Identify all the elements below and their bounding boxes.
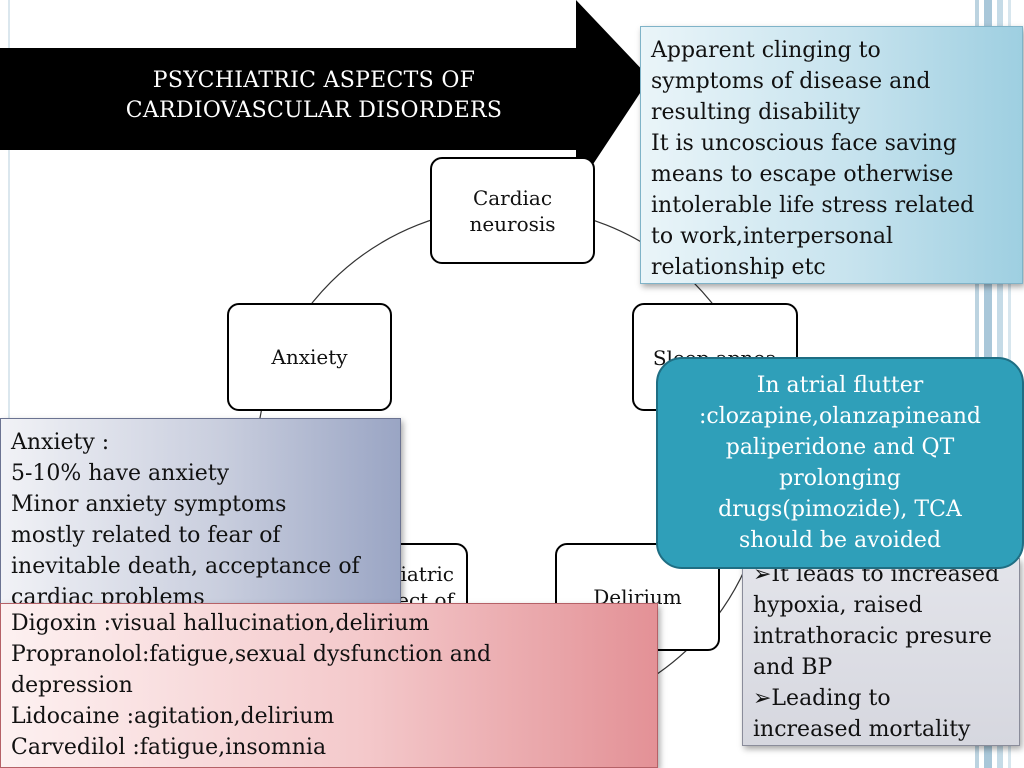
node-label: Cardiac xyxy=(472,185,553,210)
note-line: depression xyxy=(11,673,133,698)
note-line: drugs(pimozide), TCA xyxy=(718,497,962,522)
note-line: and BP xyxy=(753,655,833,680)
note-line: intolerable life stress related xyxy=(651,193,975,218)
title-line: PSYCHIATRIC ASPECTS OF xyxy=(152,68,476,93)
note-line: to work,interpersonal xyxy=(651,224,894,249)
note-line: symptoms of disease and xyxy=(651,69,931,94)
note-line: resulting disability xyxy=(651,100,861,125)
title-line: CARDIOVASCULAR DISORDERS xyxy=(125,98,503,123)
note-line: mostly related to fear of xyxy=(11,523,281,548)
note-line: Lidocaine :agitation,delirium xyxy=(11,704,335,729)
note-line: Digoxin :visual hallucination,delirium xyxy=(11,611,430,636)
sleep-apnea-note: ➢It leads to increased hypoxia, raised i… xyxy=(742,558,1020,746)
title-arrow xyxy=(0,0,650,190)
note-line: Carvedilol :fatigue,insomnia xyxy=(11,735,327,760)
note-line: Anxiety : xyxy=(11,430,110,455)
note-line: hypoxia, raised xyxy=(753,593,923,618)
note-line: :clozapine,olanzapineand xyxy=(699,404,981,429)
node-label: Anxiety xyxy=(271,345,348,369)
note-line: ➢Leading to xyxy=(753,686,891,711)
note-line: Minor anxiety symptoms xyxy=(11,492,287,517)
note-line: should be avoided xyxy=(738,528,942,553)
note-line: intrathoracic presure xyxy=(753,624,992,649)
note-line: It is uncoscious face saving xyxy=(651,131,957,156)
note-line: relationship etc xyxy=(651,255,826,280)
node-cardiac-neurosis: Cardiac neurosis xyxy=(430,157,595,264)
note-line: In atrial flutter xyxy=(756,373,924,398)
atrial-flutter-note: In atrial flutter :clozapine,olanzapinea… xyxy=(656,357,1024,569)
note-line: paliperidone and QT xyxy=(725,435,955,460)
note-line: prolonging xyxy=(779,466,901,491)
note-line: 5-10% have anxiety xyxy=(11,461,230,486)
anxiety-note: Anxiety : 5-10% have anxiety Minor anxie… xyxy=(0,418,401,614)
note-line: Propranolol:fatigue,sexual dysfunction a… xyxy=(11,642,492,667)
note-line: means to escape otherwise xyxy=(651,162,954,187)
note-line: increased mortality xyxy=(753,717,971,742)
drug-side-effects-note: Digoxin :visual hallucination,delirium P… xyxy=(0,603,658,768)
background-stripe xyxy=(8,0,10,768)
note-line: Apparent clinging to xyxy=(651,38,881,63)
node-anxiety: Anxiety xyxy=(227,303,392,411)
node-label: neurosis xyxy=(469,211,556,236)
note-line: inevitable death, acceptance of xyxy=(11,554,360,579)
slide-title: PSYCHIATRIC ASPECTS OF CARDIOVASCULAR DI… xyxy=(0,66,628,126)
cardiac-neurosis-note: Apparent clinging to symptoms of disease… xyxy=(640,26,1023,284)
